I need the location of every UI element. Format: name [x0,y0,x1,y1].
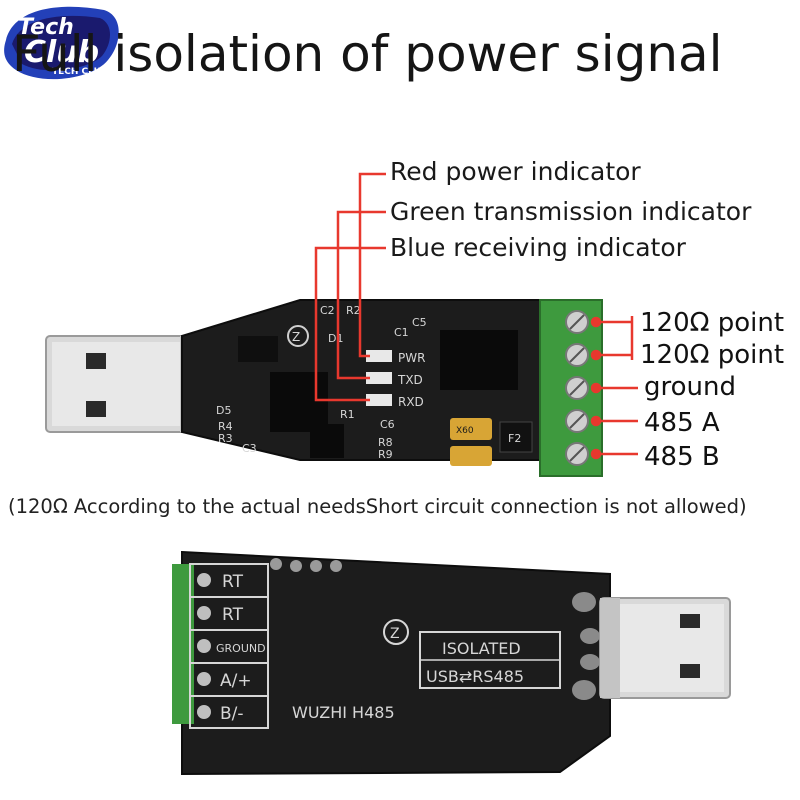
indicator-label-transmission: Green transmission indicator [390,197,752,226]
wiring-note: (120Ω According to the actual needsShort… [8,495,747,518]
svg-text:Z: Z [292,330,300,344]
led-label-txd: TXD [397,373,423,387]
tech-club-logo: Tech Club TECH CLUB [4,6,119,80]
page-title: Full isolation of power signal [12,25,723,83]
brand-subtitle: TECH CLUB [52,67,108,77]
indicator-label-receiving: Blue receiving indicator [390,233,686,262]
bottom-terminal-b: B/- [220,704,244,724]
silk-d1: D1 [328,332,343,345]
usb-plug-top [45,335,203,433]
terminal-label-485a: 485 A [644,408,720,438]
silk-d5: D5 [216,404,231,417]
silk-c5: C5 [412,316,427,329]
brand-line1: Tech [18,15,74,40]
bottom-board-photo: RT RT GROUND A/+ B/- Z ISOLATED USB⇄RS48… [172,550,731,776]
brand-line2: Club [24,35,99,70]
silk-r9: R9 [378,448,393,461]
indicator-label-power: Red power indicator [390,157,641,186]
top-board-photo: Z PWR TXD RXD C2 R2 D1 C1 C5 R1 C6 R8 R9… [45,172,638,477]
svg-text:Z: Z [390,626,400,642]
silk-c2: C2 [320,304,335,317]
bottom-terminal-rt-1: RT [222,572,244,592]
bottom-terminal-ground: GROUND [216,642,266,655]
silk-r1: R1 [340,408,355,421]
led-label-rxd: RXD [398,395,424,409]
silk-r3: R3 [218,432,233,445]
terminal-label-120ohm-2: 120Ω point [640,340,785,370]
terminal-label-120ohm-1: 120Ω point [640,308,785,338]
silk-f2: F2 [508,432,521,445]
silk-r8: R8 [378,436,393,449]
terminal-label-485b: 485 B [644,442,720,472]
terminal-label-ground: ground [644,372,736,402]
interface-label: USB⇄RS485 [426,667,524,686]
silk-r4: R4 [218,420,233,433]
usb-plug-bottom [599,597,731,699]
bottom-terminal-rt-2: RT [222,605,244,625]
silk-c6: C6 [380,418,395,431]
led-label-pwr: PWR [398,351,425,365]
bottom-terminal-a: A/+ [220,671,252,691]
silk-x60: X60 [456,426,474,436]
silk-r2: R2 [346,304,361,317]
silk-c3: C3 [242,442,257,455]
silk-c1: C1 [394,326,409,339]
model-label: WUZHI H485 [292,703,395,722]
isolated-label: ISOLATED [442,639,521,658]
